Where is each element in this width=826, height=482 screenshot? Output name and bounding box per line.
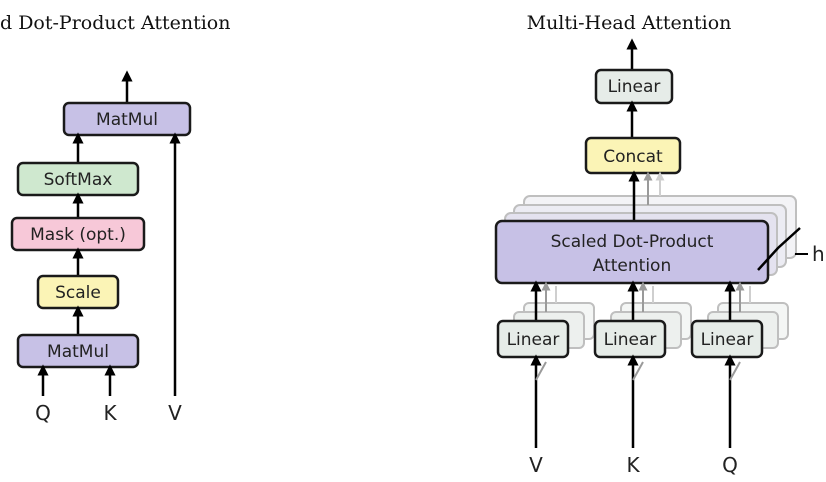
right-diagram: Multi-Head Attention Linear Concat Scale… — [494, 12, 825, 477]
right-diagram-title: Multi-Head Attention — [527, 12, 732, 34]
v-mha-label: V — [529, 453, 543, 477]
matmul-bottom-box: MatMul — [16, 333, 140, 369]
matmul-top-label: MatMul — [96, 110, 158, 130]
mask-box: Mask (opt.) — [10, 216, 146, 252]
left-diagram-title: d Dot-Product Attention — [0, 12, 230, 34]
softmax-label: SoftMax — [44, 170, 113, 190]
linear-q-box: Linear — [690, 319, 764, 359]
attention-label-line2: Attention — [593, 256, 671, 276]
k-label: K — [103, 401, 117, 425]
linear-v-box: Linear — [496, 319, 570, 359]
scale-label: Scale — [55, 283, 101, 303]
matmul-top-box: MatMul — [62, 101, 192, 137]
softmax-box: SoftMax — [16, 161, 140, 197]
left-diagram: d Dot-Product Attention MatMul SoftMax M… — [0, 12, 230, 425]
concat-box: Concat — [584, 136, 682, 175]
matmul-top-rect — [62, 101, 192, 137]
linear-top-label: Linear — [608, 77, 661, 97]
mask-label: Mask (opt.) — [30, 225, 126, 245]
linear-top-box: Linear — [594, 68, 674, 105]
q-label: Q — [35, 401, 51, 425]
heads-label: h — [812, 242, 825, 266]
q-mha-label: Q — [722, 453, 738, 477]
heads-bracket — [757, 227, 801, 271]
k-mha-branch — [632, 361, 644, 381]
q-mha-branch — [729, 361, 741, 381]
k-mha-label: K — [626, 453, 640, 477]
concat-label: Concat — [603, 147, 663, 167]
linear-v-label: Linear — [507, 330, 560, 350]
attention-label-line1: Scaled Dot-Product — [551, 232, 714, 252]
matmul-bottom-label: MatMul — [47, 342, 109, 362]
linear-k-box: Linear — [593, 319, 667, 359]
linear-q-label: Linear — [701, 330, 754, 350]
scale-box: Scale — [36, 274, 120, 310]
matmul-bottom-rect — [16, 333, 140, 369]
v-label: V — [168, 401, 182, 425]
v-mha-branch — [535, 361, 547, 381]
scaled-dot-product-attention-box: Scaled Dot-Product Attention — [494, 219, 770, 285]
linear-k-label: Linear — [604, 330, 657, 350]
